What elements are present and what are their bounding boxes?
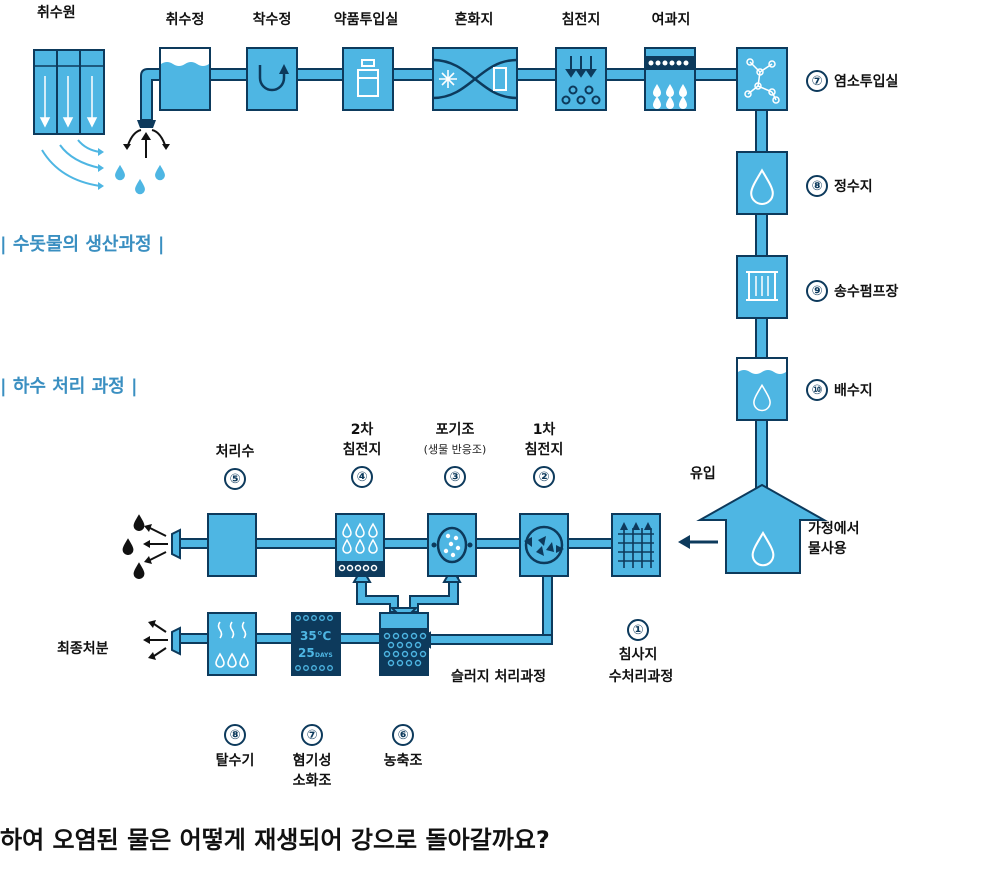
step-4-line2: 침전지 — [342, 442, 382, 458]
intake-well-box — [159, 47, 211, 111]
step-2-number: ② — [533, 466, 555, 488]
aeration-tank-box — [427, 513, 477, 577]
secondary-clarifier-box — [335, 513, 385, 577]
chlorination-room-box — [736, 47, 788, 111]
treated-water-box — [207, 513, 257, 577]
step-3-number: ③ — [444, 466, 466, 488]
step-8-line1: 탈수기 — [215, 753, 255, 769]
clear-well-box — [736, 151, 788, 215]
right-step-label: 배수지 — [834, 383, 873, 399]
sedimentation-basin-box — [555, 47, 607, 111]
intake-spray — [115, 120, 170, 195]
treated-water-outlet — [122, 514, 181, 579]
pump-station-box — [736, 255, 788, 319]
step-6-line1: 농축조 — [383, 753, 423, 769]
step-5-line1: 처리수 — [215, 444, 255, 460]
top-label-receiving-well: 착수정 — [252, 12, 292, 28]
step-2-line1: 1차 — [532, 422, 556, 438]
top-label-filtration: 여과지 — [651, 12, 691, 28]
question-heading: 하여 오염된 물은 어떻게 재생되어 강으로 돌아갈까요? — [0, 826, 550, 854]
step-4-number: ④ — [351, 466, 373, 488]
dewatering-box — [207, 612, 257, 676]
step-5-number: ⑤ — [224, 468, 246, 490]
step-number-badge: ⑩ — [806, 379, 828, 401]
step-7-line1: 혐기성 — [292, 753, 332, 769]
home-label-line1: 가정에서 — [808, 521, 860, 537]
final-disposal-label: 최종처분 — [57, 641, 109, 657]
top-label-mixing-basin: 혼화지 — [454, 12, 494, 28]
household-icon — [696, 483, 828, 574]
mixing-basin-box — [432, 47, 518, 111]
step-7-line2: 소화조 — [292, 773, 332, 789]
step-number-badge: ⑨ — [806, 280, 828, 302]
grit-chamber-box — [611, 513, 661, 577]
step-8-number: ⑧ — [224, 724, 246, 746]
step-3-line2: (생물 반응조) — [423, 443, 487, 456]
receiving-well-box — [246, 47, 298, 111]
right-step-label: 정수지 — [834, 179, 873, 195]
filtration-basin-box — [644, 47, 696, 111]
sewage-section-title: | 하수 처리 과정 | — [0, 376, 138, 397]
digester-days-unit-text: DAYS — [315, 652, 333, 659]
step-6-number: ⑥ — [392, 724, 414, 746]
step-1-number: ① — [627, 619, 649, 641]
step-7-number: ⑦ — [301, 724, 323, 746]
anaerobic-digester-box: 35℃ 25 DAYS — [291, 612, 341, 676]
water-source-reservoir — [33, 49, 105, 190]
inflow-label: 유입 — [690, 466, 716, 482]
chemical-dosing-box — [342, 47, 394, 111]
final-disposal-outlet — [143, 620, 181, 660]
step-1-line1: 침사지 — [618, 647, 658, 663]
step-number-badge: ⑧ — [806, 175, 828, 197]
thickener-box — [379, 612, 429, 676]
water-source-label: 취수원 — [37, 5, 76, 21]
digester-temp-text: 35℃ — [300, 629, 331, 643]
inflow-arrow — [678, 535, 718, 549]
distribution-reservoir-box — [736, 357, 788, 421]
digester-days-text: 25 — [298, 646, 315, 660]
home-label-line2: 물사용 — [808, 541, 847, 557]
drinking-section-title: | 수돗물의 생산과정 | — [0, 234, 165, 255]
top-label-sedimentation: 침전지 — [561, 12, 601, 28]
step-2-line2: 침전지 — [524, 442, 564, 458]
primary-clarifier-box — [519, 513, 569, 577]
step-number-badge: ⑦ — [806, 70, 828, 92]
step-3-line1: 포기조 — [435, 422, 475, 438]
step-1-line2: 수처리과정 — [608, 669, 674, 685]
right-step-label: 염소투입실 — [834, 74, 899, 90]
right-step-label: 송수펌프장 — [834, 284, 899, 300]
sludge-process-label: 슬러지 처리과정 — [451, 669, 547, 685]
top-label-chemical-room: 약품투입실 — [333, 12, 399, 28]
step-4-line1: 2차 — [350, 422, 374, 438]
top-label-intake-well: 취수정 — [165, 12, 205, 28]
